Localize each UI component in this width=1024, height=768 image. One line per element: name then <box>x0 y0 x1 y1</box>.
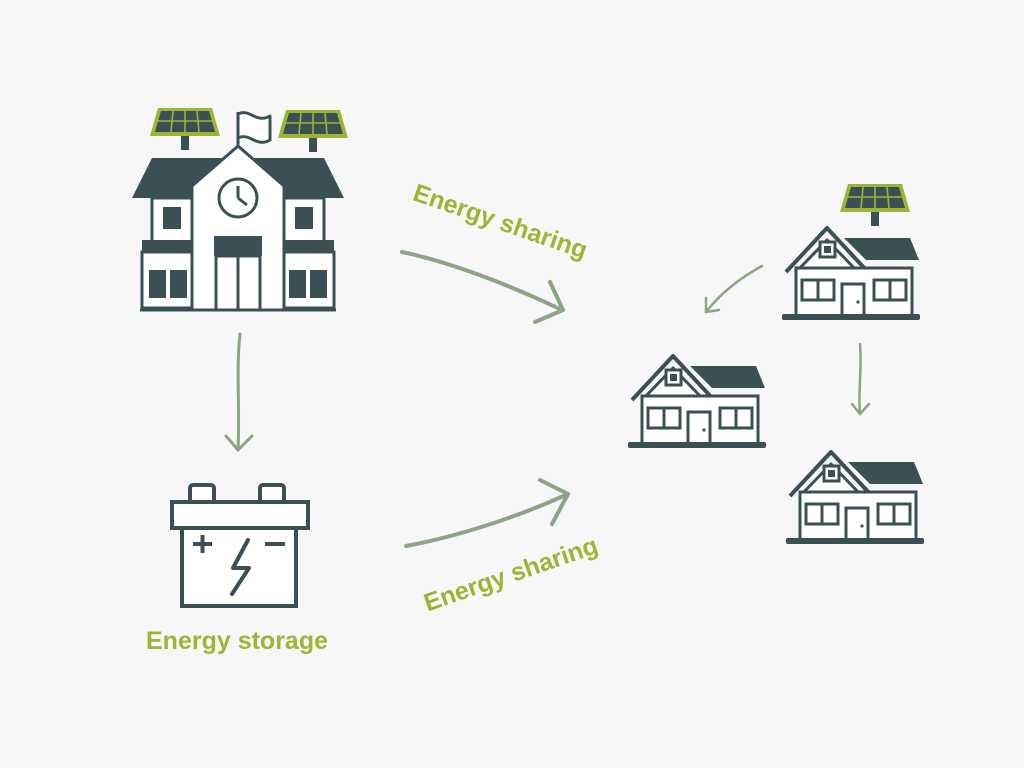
house-icon <box>780 226 922 322</box>
house-icon <box>784 450 926 546</box>
house-with-solar <box>780 183 922 322</box>
battery-icon <box>170 483 310 608</box>
solar-panel-icon <box>277 109 349 153</box>
arrow-icon <box>404 478 570 548</box>
arrow-icon <box>704 264 764 314</box>
house-icon <box>626 354 768 450</box>
school-icon <box>132 107 349 312</box>
arrow-icon <box>850 342 871 416</box>
arrow-icon <box>224 332 254 452</box>
arrow-icon <box>400 250 565 324</box>
solar-panel-icon <box>149 107 221 151</box>
energy-storage-label: Energy storage <box>146 627 329 655</box>
solar-panel-icon <box>839 183 911 227</box>
